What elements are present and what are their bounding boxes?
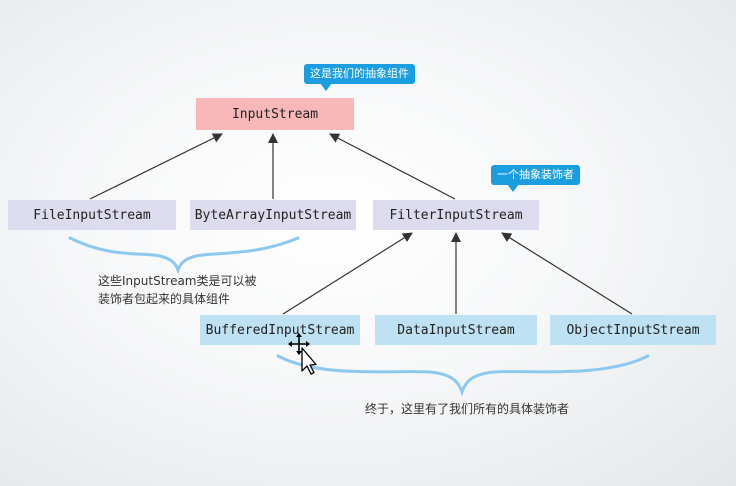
arrow-object-to-filter bbox=[501, 232, 633, 315]
data-input-stream-box: DataInputStream bbox=[375, 315, 537, 345]
brace-concrete-decorators bbox=[276, 354, 650, 397]
abstract-decorator-callout: 一个抽象装饰者 bbox=[491, 165, 580, 192]
file-input-stream-box: FileInputStream bbox=[8, 200, 176, 230]
concrete-components-note-line2: 装饰者包起来的具体组件 bbox=[98, 292, 231, 306]
filter-input-stream-box: FilterInputStream bbox=[373, 200, 539, 230]
concrete-decorators-note: 终于，这里有了我们所有的具体装饰者 bbox=[365, 402, 570, 416]
concrete-components-note-line1: 这些InputStream类是可以被 bbox=[98, 274, 257, 288]
move-cursor-icon bbox=[288, 333, 317, 375]
buffered-input-stream-box: BufferedInputStream bbox=[200, 315, 360, 345]
arrow-filter-to-input bbox=[329, 133, 456, 200]
input-stream-box: InputStream bbox=[196, 98, 354, 130]
brace-concrete-components bbox=[68, 236, 300, 275]
byte-array-input-stream-box: ByteArrayInputStream bbox=[190, 200, 356, 230]
arrow-buffered-to-filter bbox=[282, 232, 413, 315]
concrete-components-note: 这些InputStream类是可以被 装饰者包起来的具体组件 bbox=[98, 272, 257, 308]
abstract-component-callout: 这是我们的抽象组件 bbox=[304, 64, 415, 91]
object-input-stream-box: ObjectInputStream bbox=[550, 315, 716, 345]
arrow-file-to-input bbox=[89, 133, 223, 200]
